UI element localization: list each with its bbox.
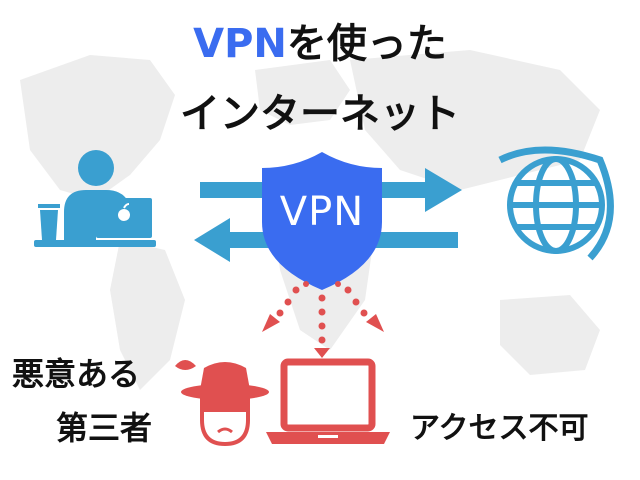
dot [344, 286, 352, 294]
dot [360, 309, 368, 317]
hat-crown [200, 362, 250, 390]
cup [40, 210, 58, 240]
dot [352, 298, 360, 306]
shield-label: VPN [279, 189, 365, 235]
spy-mask [202, 402, 248, 412]
blocked-paths [262, 281, 384, 358]
laptop-logo [118, 209, 130, 221]
access-denied-label: アクセス不可 [410, 411, 589, 446]
shield-icon [262, 152, 382, 290]
map-landmass-south-america [110, 240, 185, 390]
dot [318, 322, 326, 330]
dot [284, 298, 292, 306]
dot [318, 336, 326, 344]
spy-face [200, 398, 250, 447]
globe-icon [498, 146, 614, 261]
title-line-1-rest: を使った [286, 21, 447, 67]
diagram-title-line-2: インターネット [180, 91, 460, 137]
attacker-label-line-2: 第三者 [56, 409, 153, 447]
arrow-head-down [314, 348, 330, 358]
laptop-screen-frame [280, 358, 376, 432]
spy-mouth [217, 427, 233, 434]
dot [292, 286, 300, 294]
hat-feather [175, 360, 196, 370]
spy-icon [175, 360, 269, 447]
dot [303, 281, 309, 287]
attacker-label-line-1: 悪意ある [12, 355, 141, 393]
arrow-head-right [366, 314, 384, 332]
laptop-logo-leaf [123, 203, 130, 209]
person-head [78, 150, 114, 186]
laptop-trackpad [318, 435, 338, 438]
arrow-head-left [262, 314, 280, 332]
map-landmass-north-america [20, 55, 175, 200]
dot [335, 281, 341, 287]
person-at-laptop-icon [34, 150, 156, 247]
dot [318, 294, 326, 302]
diagram-title-line-1: VPNを使った [0, 24, 640, 64]
globe-orbit [498, 146, 614, 261]
desk [34, 240, 156, 247]
dot [276, 309, 284, 317]
map-landmass-europe [255, 60, 350, 125]
cup-rim [38, 204, 60, 208]
dot [318, 308, 326, 316]
laptop-icon [266, 358, 390, 444]
title-vpn-accent: VPN [193, 21, 287, 67]
map-landmass-asia [350, 50, 600, 190]
map-landmass-australia [500, 295, 600, 375]
